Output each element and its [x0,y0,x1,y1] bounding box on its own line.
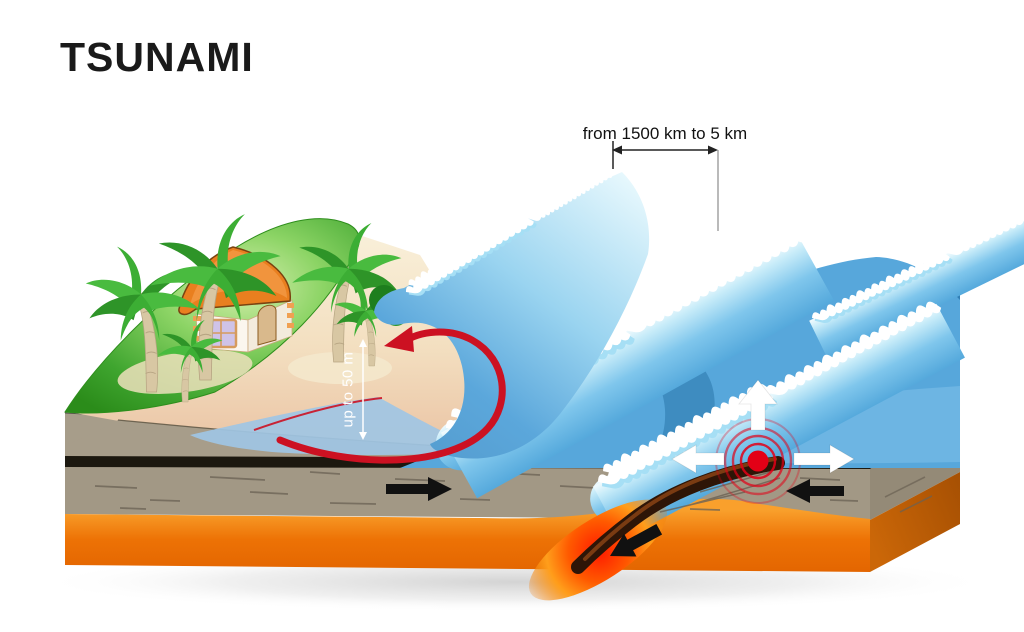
wave-crest-far [809,182,1024,360]
wave-curl-body [374,172,650,459]
wave-breaking [374,160,650,459]
shallow-water [190,397,490,455]
epicenter-dot [747,450,769,472]
arrow-up-icon [738,379,778,431]
shear-lines [659,471,781,513]
arrow-left-icon [786,479,844,503]
water-displacement-arrows [671,379,855,474]
seafloor-slope [65,420,650,458]
side-mantle [870,472,960,572]
ocean [374,160,1024,541]
wave-rotation-arrowhead [384,326,414,352]
arrow-right-icon [386,477,452,501]
arrow-left-icon [671,444,725,474]
wavelength-label: from 1500 km to 5 km [582,124,748,143]
wave-rotation-arrow [276,326,506,464]
sand-mound-right [288,352,392,384]
wave-height-measure [359,339,367,440]
page-title: TSUNAMI [60,34,254,80]
arrow-right-icon [793,444,855,474]
wavelength-measure [612,141,719,231]
backwash-line [253,397,383,431]
mantle-layer [65,498,870,572]
arrow-down-left-icon [610,524,663,557]
plate-motion-arrows [386,477,844,557]
house-door [257,304,277,346]
